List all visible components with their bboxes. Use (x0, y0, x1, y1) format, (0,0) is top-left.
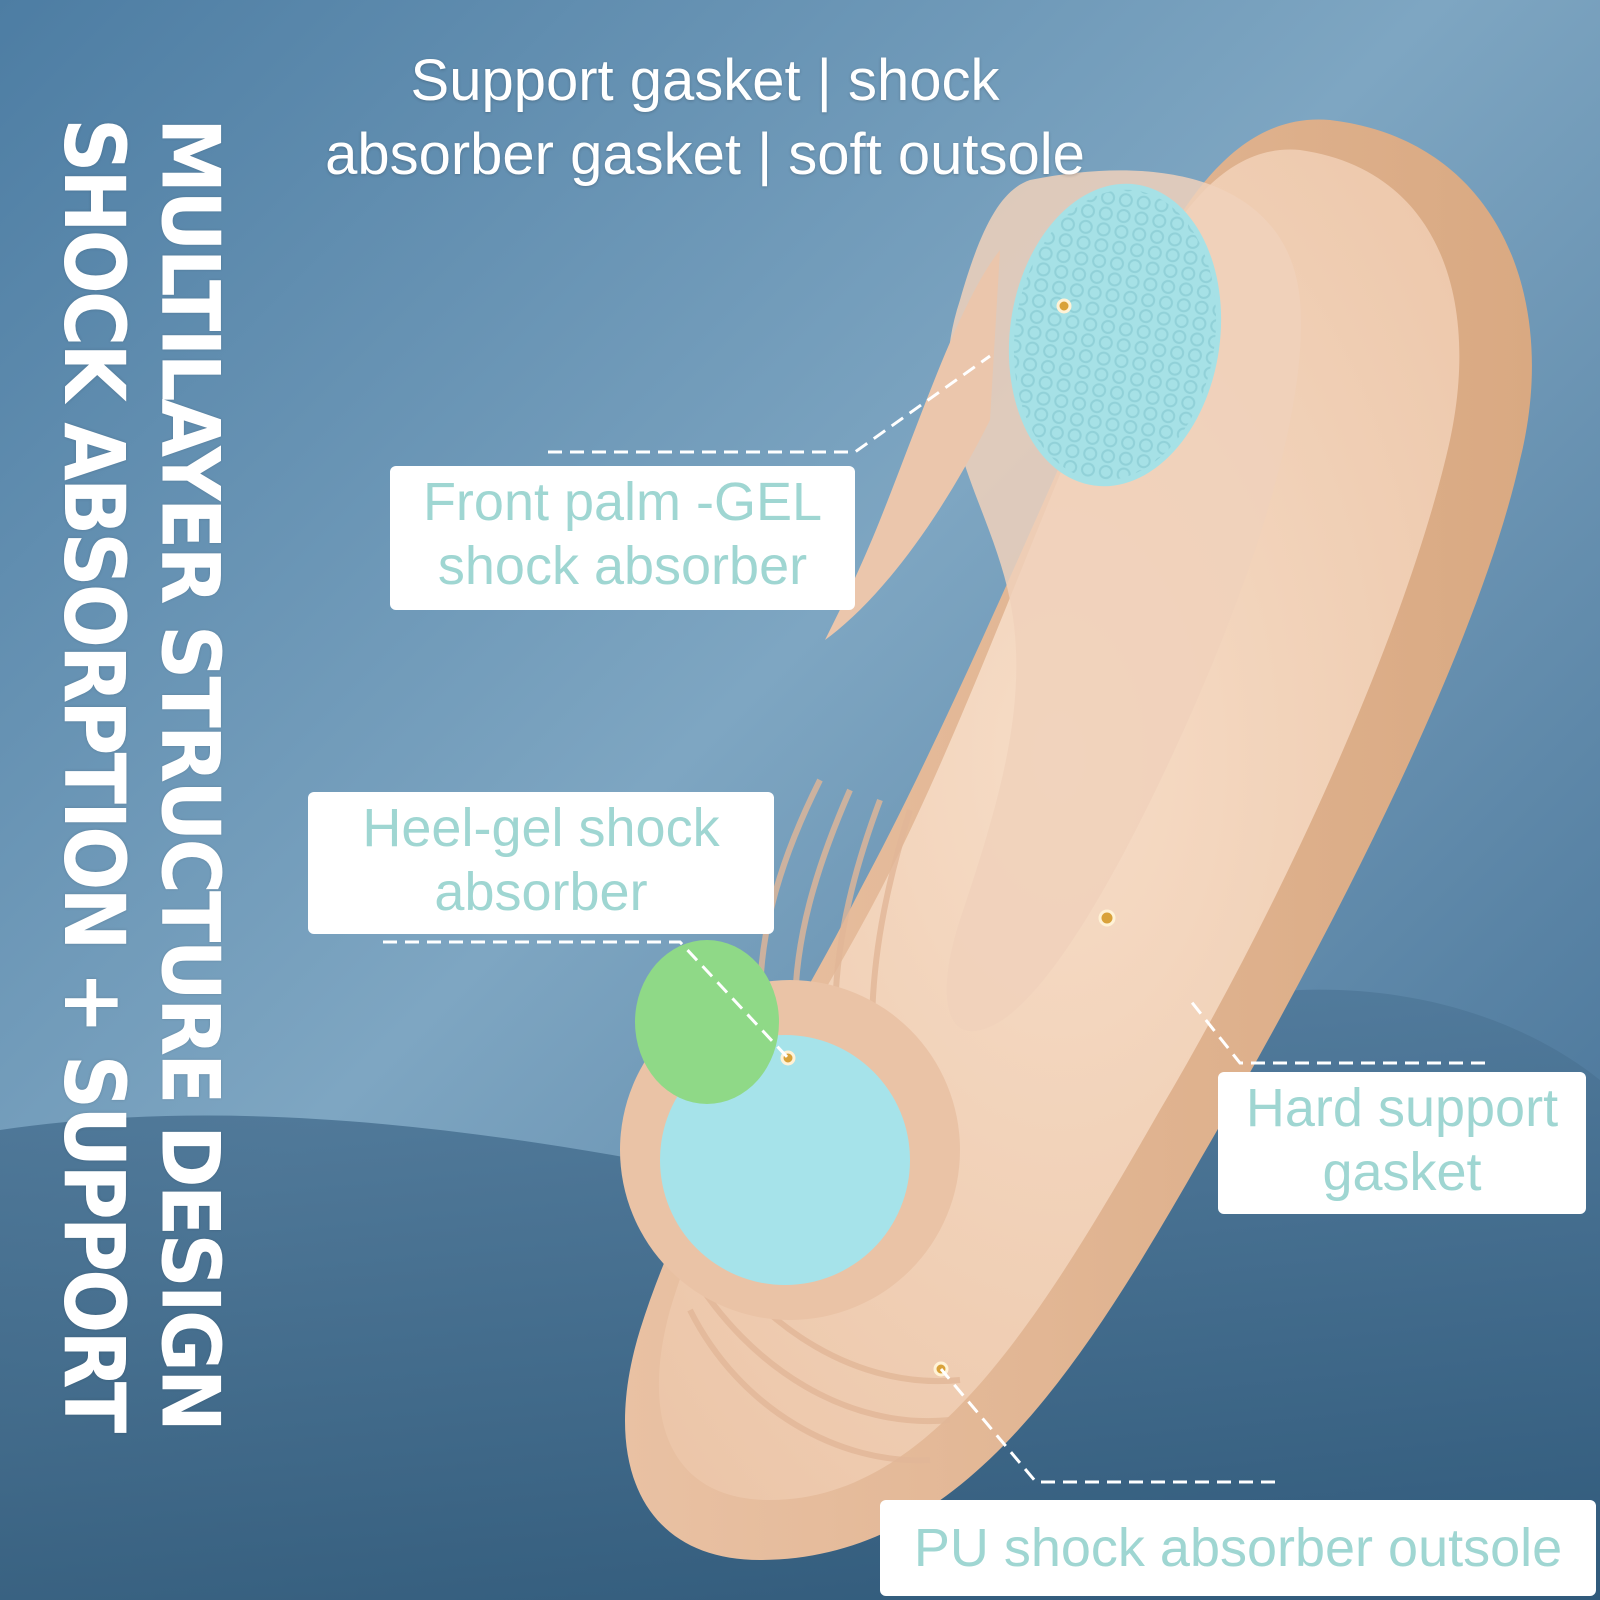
label-front-palm-line-2: shock absorber (437, 536, 808, 596)
top-caption: Support gasket | shock absorber gasket |… (260, 44, 1150, 192)
marker-dots (780, 298, 1116, 1377)
headline-line-1: MULTILAYER STRUCTURE DESIGN (143, 118, 237, 1430)
label-pu-outsole: PU shock absorber outsole (880, 1500, 1596, 1596)
leader-line-hard-support (1188, 999, 1485, 1065)
top-caption-line-1: Support gasket | shock (410, 48, 1000, 113)
heel-gel-pad-green (635, 940, 779, 1104)
leader-line-pu-outsole (939, 1368, 1275, 1484)
forefoot-gel-pad (1008, 183, 1222, 487)
top-caption-line-2: absorber gasket | soft outsole (325, 122, 1085, 187)
label-hard-support-gasket: Hard support gasket (1218, 1072, 1586, 1214)
label-heel-gel-line-1: Heel-gel shock (362, 798, 720, 858)
marker-dot-forefoot (1056, 298, 1072, 314)
label-front-palm-line-1: Front palm -GEL (422, 472, 823, 532)
label-heel-gel-line-2: absorber (434, 862, 648, 922)
label-heel-gel: Heel-gel shock absorber (308, 792, 774, 934)
marker-dot-hard-support (1098, 909, 1116, 927)
label-pu-outsole-line-1: PU shock absorber outsole (913, 1518, 1563, 1578)
leader-lines (383, 354, 1485, 1484)
label-hard-support-line-2: gasket (1322, 1142, 1482, 1202)
leader-line-heel-gel (383, 940, 790, 1060)
forefoot-flap (825, 250, 1000, 640)
headline-line-2: SHOCK ABSORPTION + SUPPORT (45, 118, 143, 1431)
label-front-palm-gel: Front palm -GEL shock absorber (390, 466, 855, 610)
label-hard-support-line-1: Hard support (1245, 1078, 1559, 1138)
